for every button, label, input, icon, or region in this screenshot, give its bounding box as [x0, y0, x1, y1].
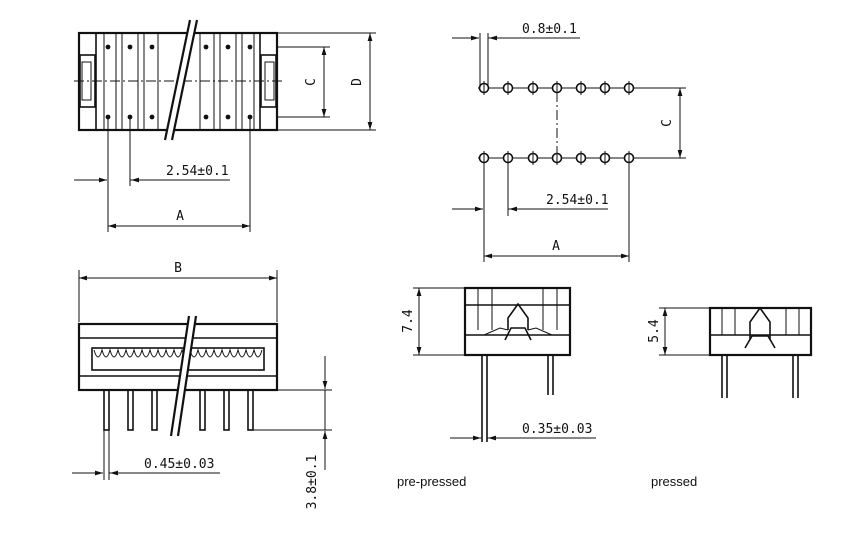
- pressed-drawing: 5.4 pressed: [647, 306, 813, 489]
- top-view-a-label: A: [176, 209, 184, 224]
- side-view-height-label: 3.8±0.1: [305, 455, 320, 510]
- pin-layout-a-label: A: [552, 239, 560, 254]
- pressed-caption: pressed: [651, 474, 697, 489]
- top-view-pitch-label: 2.54±0.1: [166, 164, 229, 179]
- pin-diameter-label: 0.8±0.1: [522, 22, 577, 37]
- pressed-height-label: 5.4: [647, 319, 662, 343]
- side-view-lead-label: 0.45±0.03: [144, 457, 214, 472]
- pre-pressed-drawing: 7.4 0.35±0.03 pre-pressed: [397, 286, 596, 489]
- side-view-b-label: B: [174, 261, 182, 276]
- top-view-d-label: D: [350, 78, 365, 86]
- pin-layout-pitch-label: 2.54±0.1: [546, 193, 609, 208]
- top-view-drawing: C D 2.54±0.1 A: [74, 19, 376, 232]
- pre-pressed-height-label: 7.4: [401, 309, 416, 333]
- pin-layout-drawing: 0.8±0.1: [452, 22, 686, 262]
- pre-pressed-lead-label: 0.35±0.03: [522, 422, 592, 437]
- pin-layout-c-label: C: [660, 119, 675, 127]
- side-view-drawing: B 0.45±0.03 3.8±0: [72, 261, 332, 509]
- top-view-c-label: C: [304, 78, 319, 86]
- pre-pressed-caption: pre-pressed: [397, 474, 466, 489]
